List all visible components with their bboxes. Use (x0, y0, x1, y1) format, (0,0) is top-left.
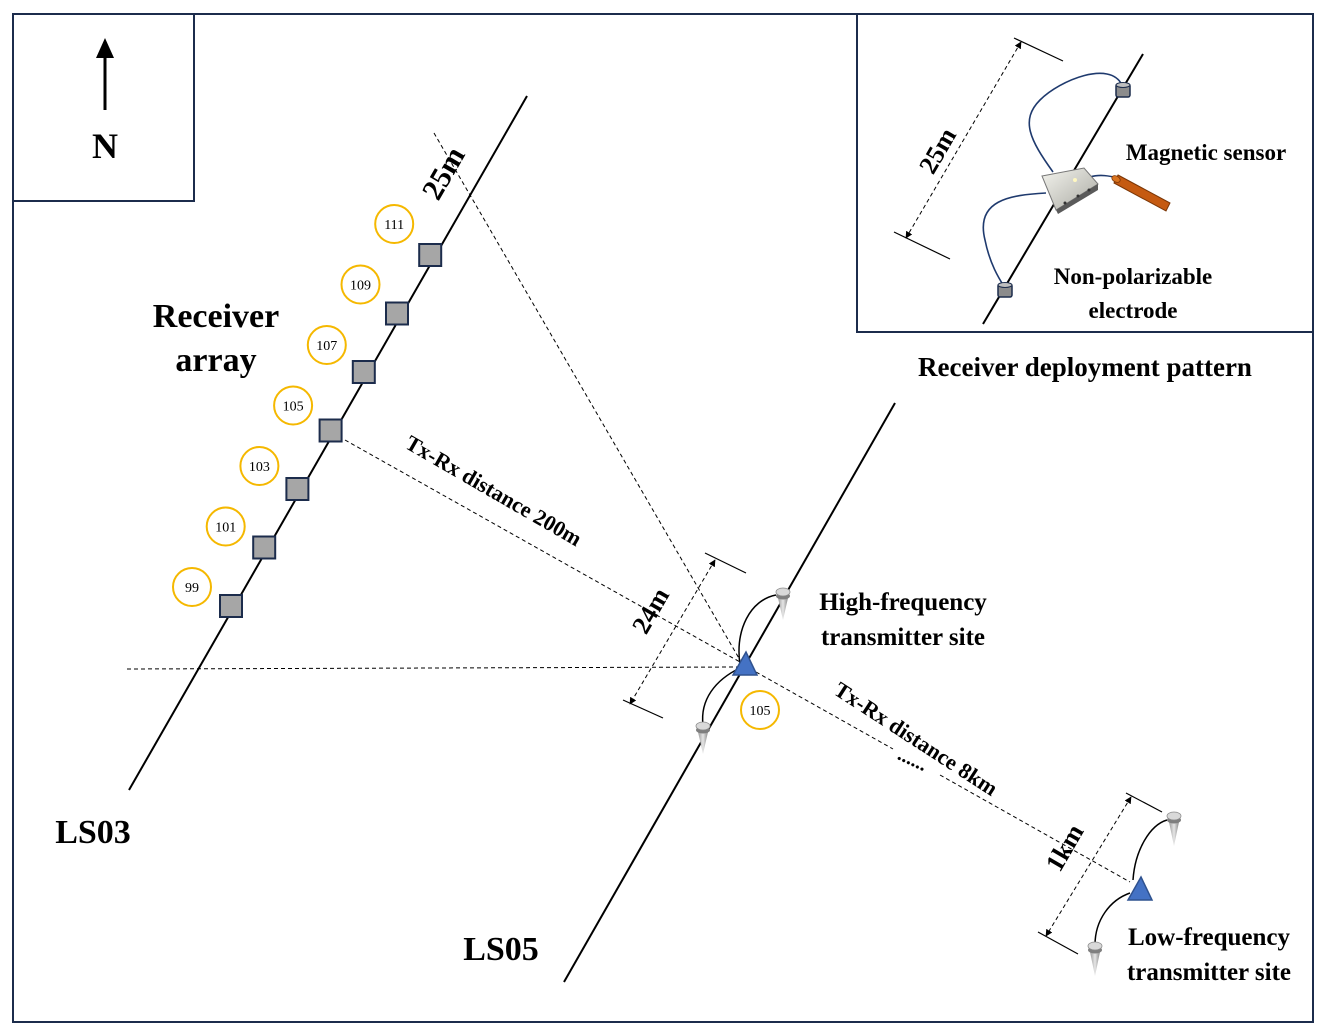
station-number: 107 (316, 339, 337, 354)
hf-dipole-label: 24m (626, 583, 675, 639)
lf-electrode-lower-icon (1087, 941, 1103, 976)
hf-station-number: 105 (750, 704, 771, 719)
inset-dim-tick-bottom (893, 231, 951, 260)
hf-label-line1: High-frequency (819, 589, 987, 616)
tx-rx-distance-200m-label: Tx-Rx distance 200m (401, 430, 586, 551)
lf-dim-tick-top (1125, 792, 1163, 813)
station-number: 99 (185, 581, 199, 596)
lf-electrode-upper-icon (1166, 811, 1182, 846)
receiver-spacing-label: 25m (416, 141, 472, 205)
station-marker (273, 385, 314, 426)
inset-spacing-label: 25m (913, 123, 962, 179)
dashed-line-tx-to-far-1 (755, 671, 894, 750)
compass: N (12, 13, 195, 202)
electrode-upper-icon (1115, 82, 1131, 98)
tx-rx-distance-8km-label: Tx-Rx distance 8km (830, 677, 1003, 801)
lf-wire-upper (1132, 819, 1168, 881)
receiver-box (285, 477, 310, 501)
lf-dim-arrow (1045, 796, 1132, 937)
survey-line-ls03 (128, 95, 528, 791)
receiver-array-label-line2: array (175, 342, 256, 379)
receiver-box (351, 360, 376, 384)
wire-upper (1028, 72, 1123, 173)
dashed-line-tx-to-far-2 (939, 774, 1131, 883)
survey-line-ls05 (563, 402, 896, 983)
outer-frame (12, 13, 1314, 1023)
station-marker (172, 567, 212, 607)
inset-dim-tick-top (1013, 37, 1064, 62)
north-arrow-icon (96, 38, 114, 110)
high-frequency-transmitter: 24m 105 High-frequency transmitter site (622, 552, 987, 754)
station-number: 103 (249, 460, 270, 475)
hf-station-marker (740, 690, 780, 730)
dashed-line-west-to-tx (126, 666, 741, 670)
station-marker (239, 446, 280, 486)
receiver-deployment-inset: 25m Magnetic sensor Non-polarizab (856, 13, 1314, 333)
receiver-box (318, 418, 343, 443)
magnetic-sensor-icon (1111, 174, 1171, 212)
station-number: 109 (350, 279, 371, 294)
lf-transmitter-icon (1126, 875, 1154, 901)
receiver-box (418, 243, 443, 267)
electrode-lower-icon (997, 282, 1013, 298)
lf-label-line2: transmitter site (1127, 959, 1291, 986)
hf-wire-upper (738, 594, 777, 666)
receiver-array-label-line1: Receiver (153, 298, 279, 335)
receiver-stations: 99 101 103 105 107 109 111 (172, 204, 443, 618)
receiver-box (385, 301, 409, 326)
wire-lower (982, 192, 1047, 289)
lf-dim-tick-bottom (1037, 931, 1079, 955)
hf-electrode-upper-icon (775, 587, 791, 620)
station-marker (306, 325, 347, 365)
data-logger-icon (1041, 167, 1099, 214)
station-number: 101 (215, 521, 236, 536)
receiver-box (252, 535, 277, 560)
hf-electrode-lower-icon (695, 721, 711, 754)
hf-dim-tick-top (704, 552, 747, 574)
lf-label-line1: Low-frequency (1128, 924, 1291, 951)
electrode-label-line2: electrode (1089, 298, 1178, 323)
inset-dim-arrow (905, 41, 1022, 239)
hf-wire-lower (701, 667, 741, 726)
line-label-ls05: LS05 (463, 931, 539, 968)
station-number: 105 (283, 400, 304, 415)
dashed-line-rx-to-tx (344, 439, 741, 663)
hf-transmitter-icon (731, 650, 759, 676)
dashed-line-north-to-tx (433, 132, 741, 661)
electrode-label-line1: Non-polarizable (1054, 264, 1212, 289)
compass-frame (12, 13, 195, 202)
line-label-ls03: LS03 (55, 814, 131, 851)
receiver-box (219, 594, 243, 618)
inset-frame (856, 13, 1314, 333)
magnetic-sensor-label: Magnetic sensor (1126, 140, 1286, 165)
station-marker (340, 264, 381, 305)
lf-dipole-label: 1km (1040, 819, 1090, 876)
station-marker (374, 204, 415, 244)
hf-dim-tick-bottom (622, 699, 664, 719)
lf-wire-lower (1094, 892, 1131, 946)
station-marker (205, 506, 246, 547)
hf-label-line2: transmitter site (821, 624, 985, 651)
inset-title: Receiver deployment pattern (918, 352, 1252, 382)
north-label: N (92, 126, 118, 166)
station-number: 111 (384, 218, 404, 233)
low-frequency-transmitter: 1km Low-frequency transmitter site (1037, 792, 1291, 986)
